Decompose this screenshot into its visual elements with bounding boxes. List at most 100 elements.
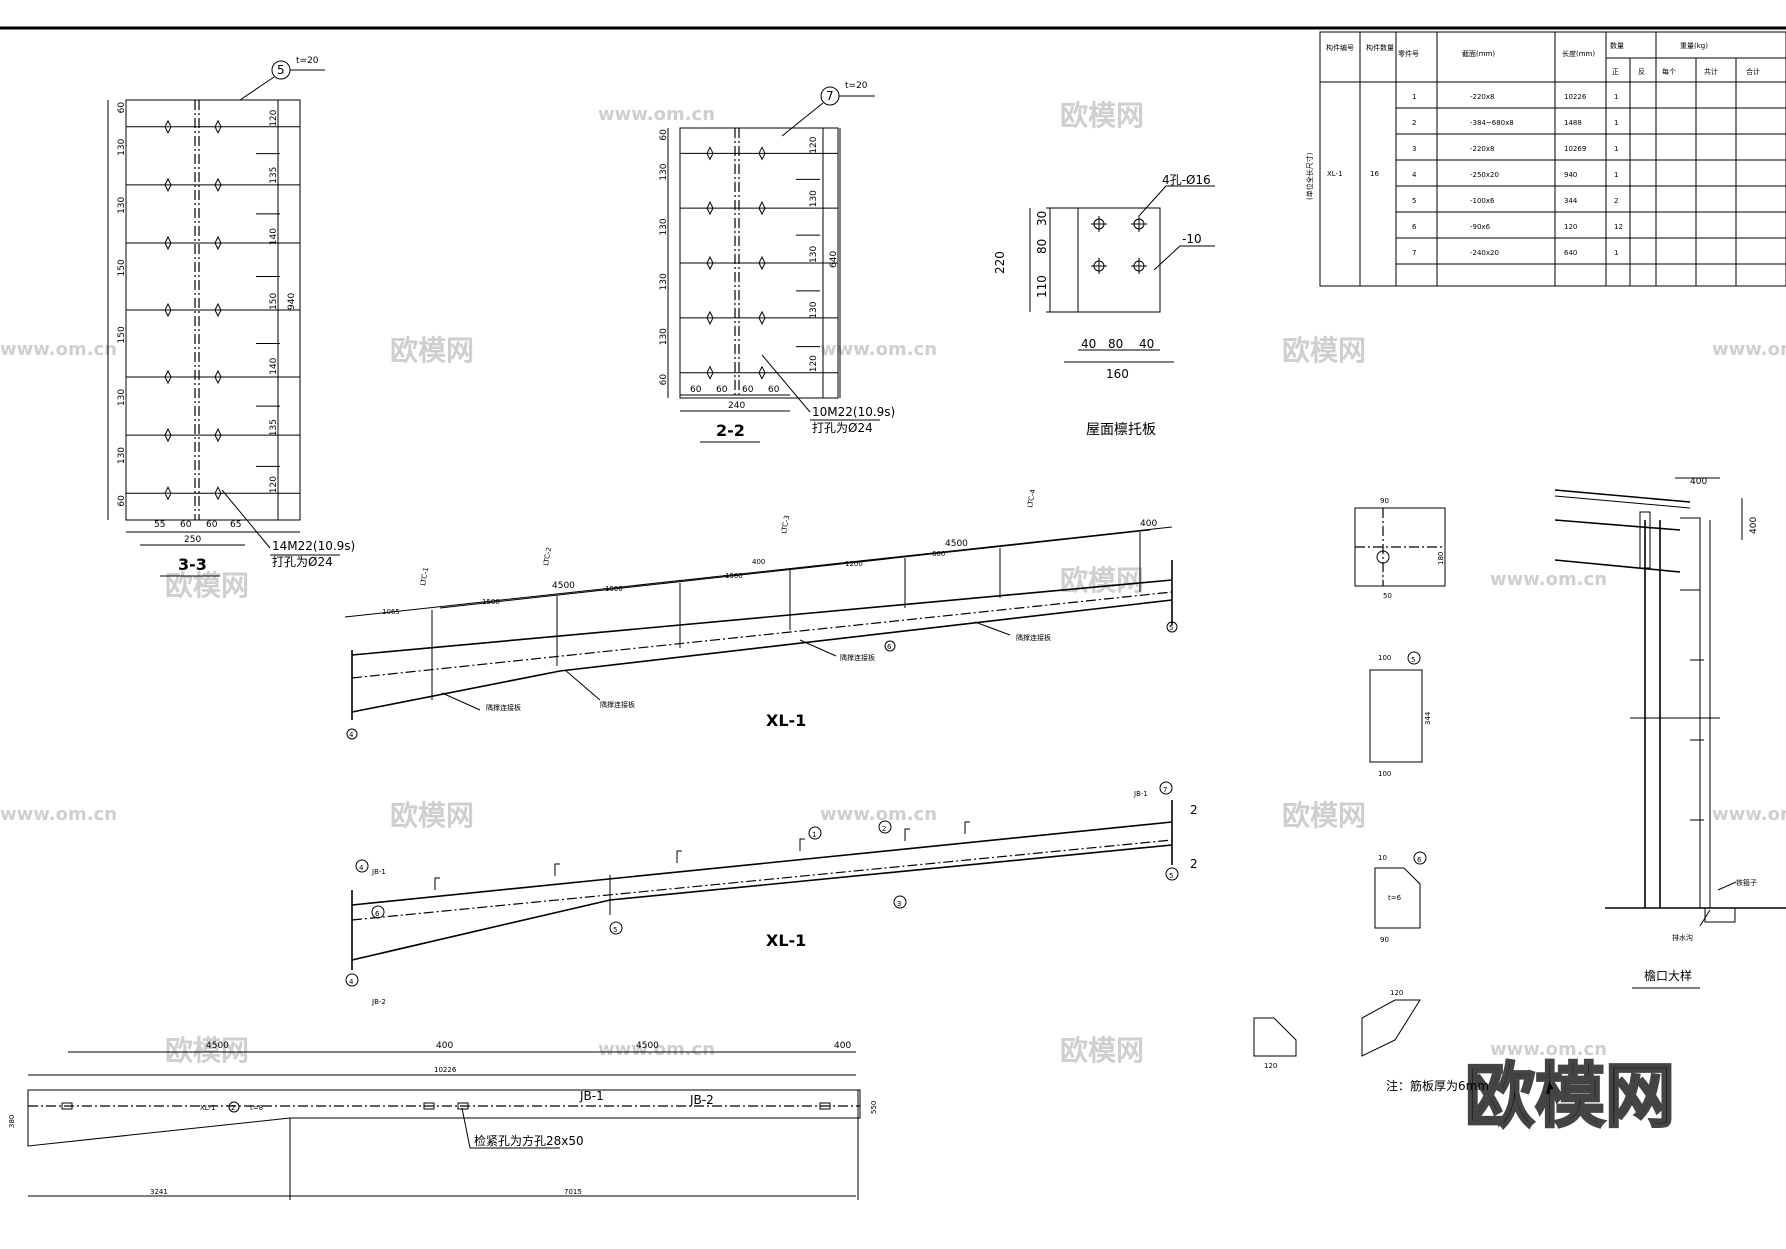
dim-value: 4500 [206,1041,229,1051]
cell-length: 640 [1564,249,1577,257]
stiffener-plate [1369,669,1423,763]
cell-length: 1488 [1564,119,1582,127]
table-header: 构件编号 [1326,43,1354,52]
purlin-ticks [431,532,1141,700]
beam-plan-bottom: 4500 400 4500 400 10226 3241 7015 380 55… [8,1041,878,1200]
top-flange [351,579,1173,656]
dim-value: 400 [752,558,765,566]
dim-value: 550 [870,1101,878,1114]
cell-qty: 1 [1614,171,1618,179]
dim-value: 1500 [725,572,743,580]
dim-value: 400 [436,1041,453,1051]
bolt-hole [758,146,766,161]
part-callout: 4 [349,978,354,986]
plate-label: JB-1 [1133,790,1148,798]
watermark-url: www.om.cn [1490,1039,1607,1060]
rafter-bottom [1554,559,1681,573]
dim-value: 30 [1035,211,1049,226]
bolt-hole [214,235,222,251]
purlin-note: 隅撑连接板 [840,653,875,662]
right-dim: 150 [269,293,279,310]
dim-value: 40 [1081,337,1096,351]
purlin-note: 隅撑连接板 [1016,633,1051,642]
part-label: XL-1 [200,1104,216,1112]
note-leader [564,669,601,701]
dim-value: 3241 [150,1188,168,1196]
bolt-hole [214,302,222,318]
watermark-brand: 欧模网 [165,569,249,602]
plate-label: JB-2 [371,998,386,1006]
part-callout-circle [346,728,358,740]
purlin-label: LTC-2 [542,547,553,567]
side-note: (单位全长尺寸) [1305,152,1314,200]
note-leader [974,621,1011,636]
bolt-hole [164,302,172,318]
cell-length: 940 [1564,171,1577,179]
left-dim: 130 [117,447,127,464]
table-header: 重量(kg) [1680,42,1708,50]
bolt-hole [758,310,766,325]
bottom-dim: 60 [768,385,780,395]
drain [1704,908,1736,923]
section-marker: 2 [1190,803,1198,817]
hole-crosshairs [1091,216,1147,274]
bolt-hole [214,177,222,193]
table-header: 截面(mm) [1462,49,1495,58]
table-row-lines [1396,107,1786,265]
bottom-dim: 60 [180,520,192,530]
beam-elevation-bottom: 4 6 4 5 1 2 3 7 5 JB-1 JB-2 JB-1 2 2 XL-… [345,781,1198,1006]
dim-value: 40 [1139,337,1154,351]
bottom-dim: 55 [154,520,165,530]
bolt-hole [706,201,714,216]
table-header: 零件号 [1398,49,1419,58]
watermark-brand: 欧模网 [1060,564,1144,597]
purlin-label: LTC-3 [780,515,791,535]
hole-note: 4孔-Ø16 [1162,173,1211,187]
dim-value: 1500 [605,585,623,593]
dim-line [344,526,1173,618]
overall-dim: 940 [287,293,297,310]
table-subheader: 反 [1638,67,1645,76]
stiffener-details: 90 180 50 100 344 100 5 10 t=6 90 6 120 … [1253,497,1489,1093]
watermark-url: www.om.cn [1490,569,1607,590]
bolt-hole [164,427,172,443]
plate-holes [1091,216,1147,274]
left-dim: 60 [117,102,127,114]
parts-table: 构件编号 构件数量 零件号 截面(mm) 长度(mm) 数量 重量(kg) 正 … [1305,31,1786,287]
cell-section: -90x6 [1470,223,1491,231]
note-leader [461,1107,471,1149]
eave-label: 排水沟 [1672,933,1693,942]
watermark-url: www.om.cn [0,339,117,360]
callout-leader [1153,245,1181,271]
table-subheader: 共计 [1704,67,1718,76]
plate-label: JB-1 [579,1089,604,1103]
note-leader [441,692,481,711]
part-callout: 5 [1169,624,1173,632]
watermark-url: www.om.cn [598,104,715,125]
stiffener-sketch [1253,1017,1297,1057]
note-leader [799,639,837,657]
watermark-url: www.om.cn [820,804,937,825]
detail-title: 檐口大样 [1644,968,1692,983]
watermark-brand: 欧模网 [390,334,474,367]
bolt-hole [214,119,222,134]
plate-thickness: t=20 [845,81,868,91]
purlin-label: LTC-4 [1026,488,1037,508]
dim-value: 380 [8,1115,16,1128]
thickness-note: -10 [1182,232,1202,246]
right-dim: 140 [269,357,279,374]
eave-label: 铁箍子 [1736,878,1757,887]
bottom-dim: 60 [716,385,728,395]
watermark-url: www.om.cn [1712,339,1786,360]
web-holes [61,1102,831,1110]
cell-part-no: 4 [1412,171,1417,179]
bottom-flange [351,844,1173,961]
